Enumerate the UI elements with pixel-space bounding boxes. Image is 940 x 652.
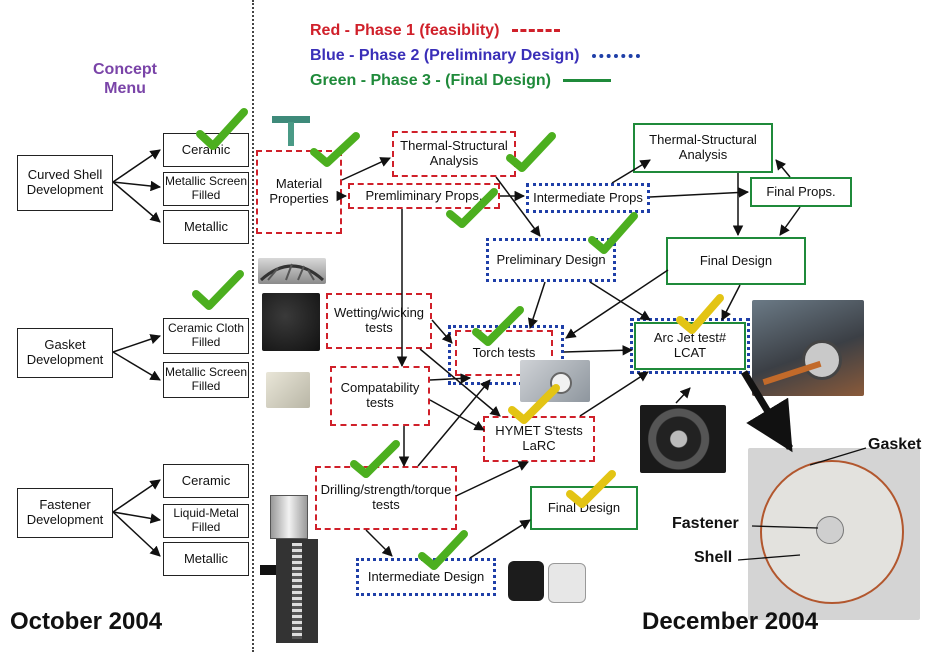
arc-jet-facility-image <box>752 300 864 396</box>
arrow-wetting-to-torch <box>431 319 453 344</box>
thermal-structural-analysis-phase1-box: Thermal-Structural Analysis <box>392 131 516 177</box>
check-icon-final-design-bottom <box>566 470 616 508</box>
curved-shell-option-ceramic: Ceramic <box>163 133 249 167</box>
fastener-sample-image <box>260 495 320 645</box>
fastener-center <box>816 516 844 544</box>
arrow-finalprops-to-finaldesign <box>779 206 801 236</box>
arrow-shell-metallic <box>112 181 161 223</box>
gasket-option-metallic-screen: Metallic Screen Filled <box>163 362 249 398</box>
arrow-gasket-metallic <box>112 351 161 381</box>
fastener-label: Fastener <box>672 515 739 532</box>
arrow-compat-to-hymet <box>429 399 485 431</box>
intermediate-design-parts-image <box>506 557 586 605</box>
metallic-screen-sample-image <box>266 372 310 408</box>
arrow-finaldesign-to-arcjet <box>721 284 741 321</box>
legend-phase-2: Blue - Phase 2 (Preliminary Design) <box>310 47 640 65</box>
arrow-drilling-to-hymet <box>455 461 529 497</box>
legend-phase-2-swatch <box>591 53 640 58</box>
arrow-hymet-to-facility <box>675 387 691 404</box>
check-icon-prelim-design <box>588 212 638 254</box>
arrow-material-to-thermal <box>341 157 391 181</box>
arrow-shell-metallic-screen <box>112 180 162 192</box>
arrow-finalprops-to-thermal3 <box>775 159 791 178</box>
final-design-top-box: Final Design <box>666 237 806 285</box>
legend-phase-3-swatch <box>563 79 612 83</box>
final-props-box: Final Props. <box>750 177 852 207</box>
check-icon-torch <box>472 306 524 346</box>
t-shaped-sample-image <box>272 116 310 146</box>
curved-shell-option-metallic: Metallic <box>163 210 249 244</box>
legend-phase-3: Green - Phase 3 - (Final Design) <box>310 72 612 90</box>
shell-label: Shell <box>694 549 733 566</box>
end-date: December 2004 <box>642 608 819 635</box>
check-icon-premprops <box>446 188 498 228</box>
curved-shell-option-metallic-screen: Metallic Screen Filled <box>163 172 249 206</box>
premliminary-props-box: Premliminary Props. <box>348 183 500 209</box>
legend-phase-1: Red - Phase 1 (feasiblity) <box>310 22 560 40</box>
legend-phase-1-swatch <box>511 29 560 33</box>
ceramic-cloth-sample-image <box>262 293 320 351</box>
arrow-wetting-to-hymet <box>419 348 501 417</box>
gasket-leader-line <box>809 447 867 466</box>
arrow-compat-to-torch <box>429 373 472 384</box>
check-icon-ceramic-shell <box>196 108 248 150</box>
start-date: October 2004 <box>10 608 163 635</box>
hymet-facility-image <box>640 405 726 473</box>
concept-menu-title: Concept Menu <box>93 61 157 98</box>
arrow-drilling-to-intdesign <box>365 529 393 557</box>
arrow-fastener-ceramic <box>112 479 161 513</box>
arrow-prelim-to-torch <box>527 281 546 329</box>
shell-leader-line <box>737 554 801 561</box>
arrow-prelim-to-arcjet <box>589 281 651 321</box>
legend-phase-2-label: Blue - Phase 2 (Preliminary Design) <box>310 47 580 64</box>
arrow-shell-ceramic <box>112 149 161 183</box>
legend-phase-3-label: Green - Phase 3 - (Final Design) <box>310 72 551 89</box>
arrow-intdesign-to-finaldesign <box>469 519 531 559</box>
gasket-development: Gasket Development <box>17 328 113 378</box>
arrow-fastener-liquid <box>112 511 162 524</box>
arrow-torch-to-arcjet <box>563 345 634 356</box>
final-article-disk-image <box>748 448 920 620</box>
curved-shell-sample-image <box>258 258 326 284</box>
preliminary-design-box: Preliminary Design <box>486 238 616 282</box>
fastener-leader-line <box>751 525 819 529</box>
check-icon-arcjet <box>676 294 724 334</box>
check-icon-ceramic-cloth <box>192 270 244 310</box>
compatability-tests-box: Compatability tests <box>330 366 430 426</box>
gasket-label: Gasket <box>868 436 922 453</box>
fastener-option-liquid-metal: Liquid-Metal Filled <box>163 504 249 538</box>
arrow-intprops-to-finalprops <box>649 187 750 198</box>
arrow-drilling-to-torch <box>417 379 491 467</box>
thermal-structural-analysis-phase3-box: Thermal-Structural Analysis <box>633 123 773 173</box>
fastener-option-metallic: Metallic <box>163 542 249 576</box>
check-icon-hymet <box>508 384 560 424</box>
curved-shell-development: Curved Shell Development <box>17 155 113 211</box>
arrow-fastener-metallic <box>112 511 161 557</box>
arrow-arcjet-to-disk <box>741 370 793 453</box>
drilling-strength-torque-tests-box: Drilling/strength/torque tests <box>315 466 457 530</box>
gasket-option-ceramic-cloth: Ceramic Cloth Filled <box>163 318 249 354</box>
check-icon-thermal-red <box>506 132 556 172</box>
arrow-finaldesign-to-torch <box>565 269 669 339</box>
arrow-intprops-to-thermal3 <box>611 159 651 184</box>
check-icon-material <box>310 132 360 167</box>
hymet-tests-box: HYMET S'tests LaRC <box>483 416 595 462</box>
check-icon-intermediate-design <box>418 530 468 570</box>
intermediate-props-box: Intermediate Props <box>526 183 650 213</box>
curved-shell-frame-icon <box>259 263 325 282</box>
arrow-gasket-ceramic <box>112 334 161 353</box>
fastener-development: Fastener Development <box>17 488 113 538</box>
timeline-separator <box>252 0 254 652</box>
fastener-option-ceramic: Ceramic <box>163 464 249 498</box>
legend-phase-1-label: Red - Phase 1 (feasiblity) <box>310 22 500 39</box>
arrow-thermal-to-prelim <box>495 176 541 237</box>
arrow-hymet-to-arcjet <box>579 371 649 417</box>
check-icon-drilling <box>350 440 400 478</box>
